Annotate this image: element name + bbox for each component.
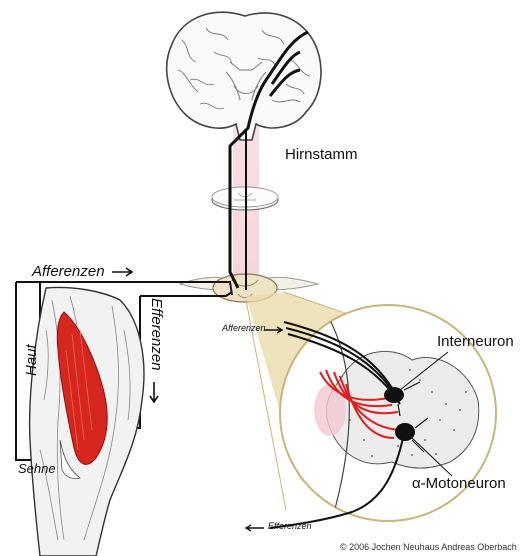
label-sehne: Sehne — [18, 462, 56, 475]
label-hirnstamm: Hirnstamm — [285, 147, 358, 162]
label-efferenzen-small: Efferenzen — [268, 522, 312, 531]
efferenzen-small-arrow — [246, 525, 264, 531]
label-interneuron: Interneuron — [437, 334, 514, 349]
label-afferenzen: Afferenzen — [32, 264, 105, 279]
afferenzen-arrow — [112, 268, 132, 276]
label-efferenzen: Efferenzen — [149, 298, 164, 371]
label-alpha-motoneuron: α-Motoneuron — [412, 476, 506, 491]
thigh-muscle-icon — [30, 288, 144, 556]
brain-section-icon — [167, 12, 321, 140]
efferenzen-arrow — [150, 382, 158, 402]
label-haut: Haut — [24, 344, 39, 376]
copyright-notice: © 2006 Jochen Neuhaus Andreas Oberbach — [340, 543, 517, 552]
label-afferenzen-small: Afferenzen — [222, 324, 266, 333]
